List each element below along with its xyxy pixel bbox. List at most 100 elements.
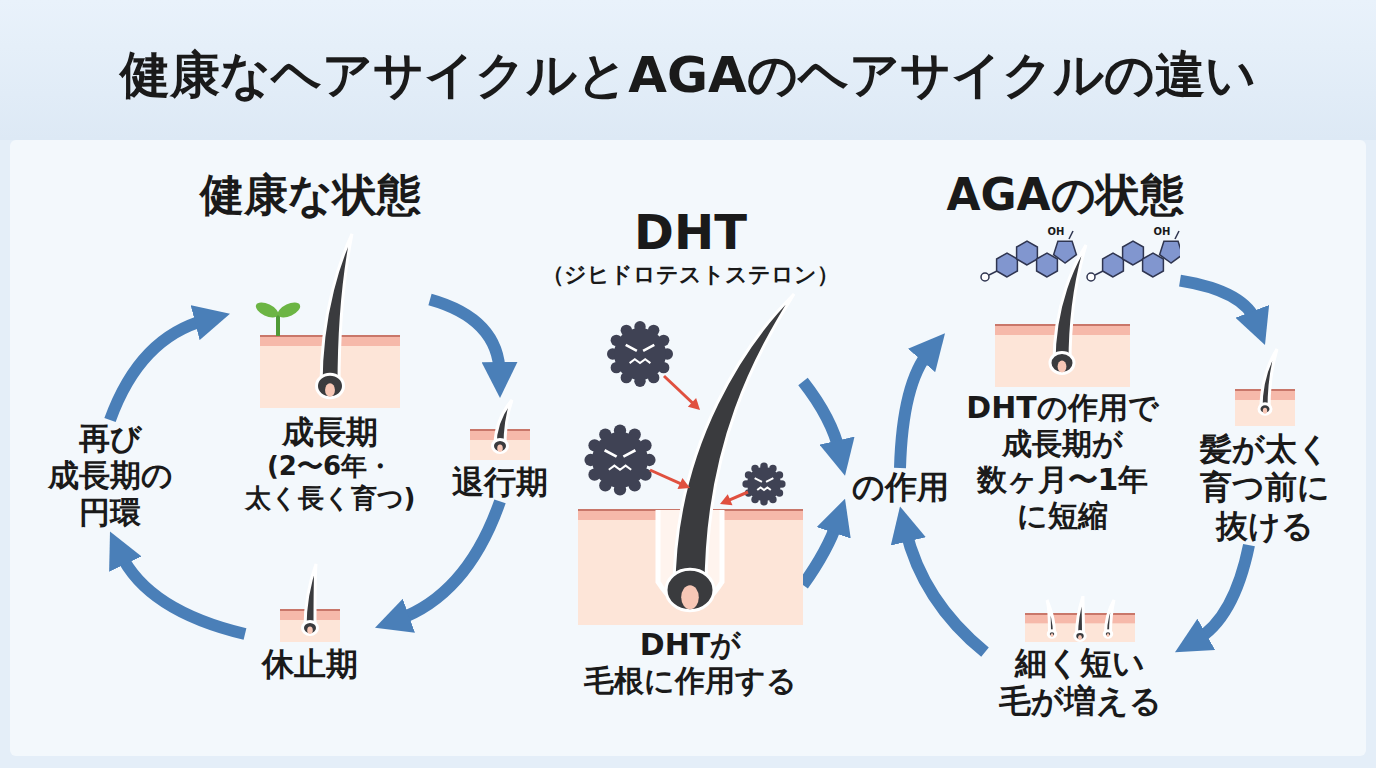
hair-shaft xyxy=(1261,349,1277,409)
dermal-papilla xyxy=(681,585,699,609)
stage-node: 休止期 xyxy=(245,560,375,683)
cycle-arrow xyxy=(803,382,840,453)
attack-arrow xyxy=(664,376,694,405)
steroid-ring xyxy=(1103,253,1124,277)
germ-mouth xyxy=(609,466,631,470)
attack-arrowhead xyxy=(688,398,700,410)
steroid-ring xyxy=(1037,253,1058,277)
germ-mouth xyxy=(630,359,651,363)
stage-label: 退行期 xyxy=(440,463,560,501)
bond xyxy=(1069,231,1073,239)
bond xyxy=(989,271,997,275)
stage-label: 再び 成長期の 円環 xyxy=(35,420,185,532)
hair-bulb xyxy=(1259,404,1271,414)
sprout-leaf xyxy=(276,299,303,320)
hair-bulb xyxy=(317,374,344,397)
steroid-ring xyxy=(997,253,1018,277)
stage-node: 髪が太く 育つ前に 抜ける xyxy=(1185,345,1345,545)
hair-illustration xyxy=(578,292,803,627)
attack-arrow xyxy=(727,492,748,501)
germ-brow xyxy=(626,345,655,351)
dht-germ xyxy=(614,328,666,380)
cycle-arrow xyxy=(900,351,929,468)
hair-shaft xyxy=(1054,245,1086,363)
dht-germ xyxy=(592,432,648,488)
hair-shaft xyxy=(1047,600,1055,634)
hair-shaft xyxy=(1106,600,1115,634)
bond xyxy=(1175,231,1179,239)
stage-node: DHTの作用で 成長期が 数ヶ月〜1年 に短縮 xyxy=(945,225,1180,534)
hair-shaft xyxy=(305,564,316,628)
stage-label: 成長期 xyxy=(230,413,430,451)
dermal-papilla xyxy=(497,445,503,453)
stage-node: DHT（ジヒドロテストステロン）DHTが 毛根に作用する xyxy=(578,292,803,699)
cycle-arrow xyxy=(110,320,207,420)
attack-arrowhead xyxy=(720,494,732,505)
dermal-papilla xyxy=(1058,361,1067,373)
dermal-papilla xyxy=(1263,408,1267,414)
germ-brow xyxy=(605,450,636,456)
hair-illustration xyxy=(1020,596,1140,644)
stage-node: 退行期 xyxy=(440,398,560,501)
hair-illustration xyxy=(945,225,1180,390)
steroid-ring xyxy=(1143,253,1164,277)
cycle-arrow xyxy=(906,530,985,652)
steroid-ring xyxy=(1160,241,1180,263)
dermal-papilla xyxy=(307,627,313,635)
dermal-papilla xyxy=(325,383,335,397)
hair-illustration xyxy=(275,560,345,645)
stage-note: (2〜6年・ 太く長く育つ) xyxy=(230,451,430,513)
germ-mouth xyxy=(757,487,771,490)
hair-illustration xyxy=(465,398,535,463)
hair-bulb xyxy=(1075,631,1086,640)
sprout-stem xyxy=(276,314,280,336)
bond xyxy=(1095,271,1103,275)
steroid-ring xyxy=(1054,241,1077,263)
dermal-papilla xyxy=(1107,633,1110,637)
hair-bulb xyxy=(666,569,714,611)
cycle-arrow xyxy=(430,299,500,374)
hair-bulb xyxy=(493,440,508,453)
steroid-ring xyxy=(1123,241,1144,265)
dht-germ xyxy=(747,467,781,501)
attack-arrowhead xyxy=(678,478,690,489)
section-heading: 健康な状態 xyxy=(150,166,470,225)
cycle-arrow xyxy=(1196,545,1249,640)
node-title: DHT xyxy=(542,204,839,262)
cycle-arrow xyxy=(120,553,245,634)
steroid-ring xyxy=(1017,241,1038,265)
cycle-arrow xyxy=(803,521,837,585)
stage-label: 休止期 xyxy=(245,645,375,683)
atom-label: OH xyxy=(1147,226,1177,237)
oxygen-atom xyxy=(981,273,989,281)
hair-illustration xyxy=(1230,345,1300,430)
sprout-leaf xyxy=(254,299,281,320)
node-subtitle: （ジヒドロテストステロン） xyxy=(542,262,839,288)
stage-node: の作用 xyxy=(845,468,955,506)
section-heading: AGAの状態 xyxy=(905,166,1225,225)
hair-bulb xyxy=(1050,353,1074,374)
attack-arrow xyxy=(650,470,683,485)
cycle-arrow xyxy=(398,501,500,619)
hair-bulb xyxy=(303,622,318,635)
germ-brow xyxy=(755,478,774,482)
dermal-papilla xyxy=(1078,635,1082,640)
stage-node: 細く短い 毛が増える xyxy=(985,596,1175,721)
stage-label: DHTが 毛根に作用する xyxy=(578,627,803,699)
oxygen-atom xyxy=(1087,273,1095,281)
stage-label: DHTの作用で 成長期が 数ヶ月〜1年 に短縮 xyxy=(945,390,1180,534)
stage-label: の作用 xyxy=(845,468,955,506)
hair-shaft xyxy=(674,294,794,590)
hair-bulb xyxy=(1048,631,1056,638)
hair-shaft xyxy=(321,234,352,386)
diagram-title: 健康なヘアサイクルとAGAのヘアサイクルの違い xyxy=(0,42,1376,109)
node-heading: DHT（ジヒドロテストステロン） xyxy=(542,204,839,288)
hair-bulb xyxy=(1104,631,1112,638)
stage-label: 髪が太く 育つ前に 抜ける xyxy=(1185,430,1345,545)
dermal-papilla xyxy=(1051,633,1054,637)
atom-label: OH xyxy=(1041,226,1071,237)
stage-node: 再び 成長期の 円環 xyxy=(35,420,185,532)
stage-label: 細く短い 毛が増える xyxy=(985,644,1175,721)
stage-node: 成長期(2〜6年・ 太く長く育つ) xyxy=(230,228,430,514)
hair-illustration xyxy=(230,228,430,413)
